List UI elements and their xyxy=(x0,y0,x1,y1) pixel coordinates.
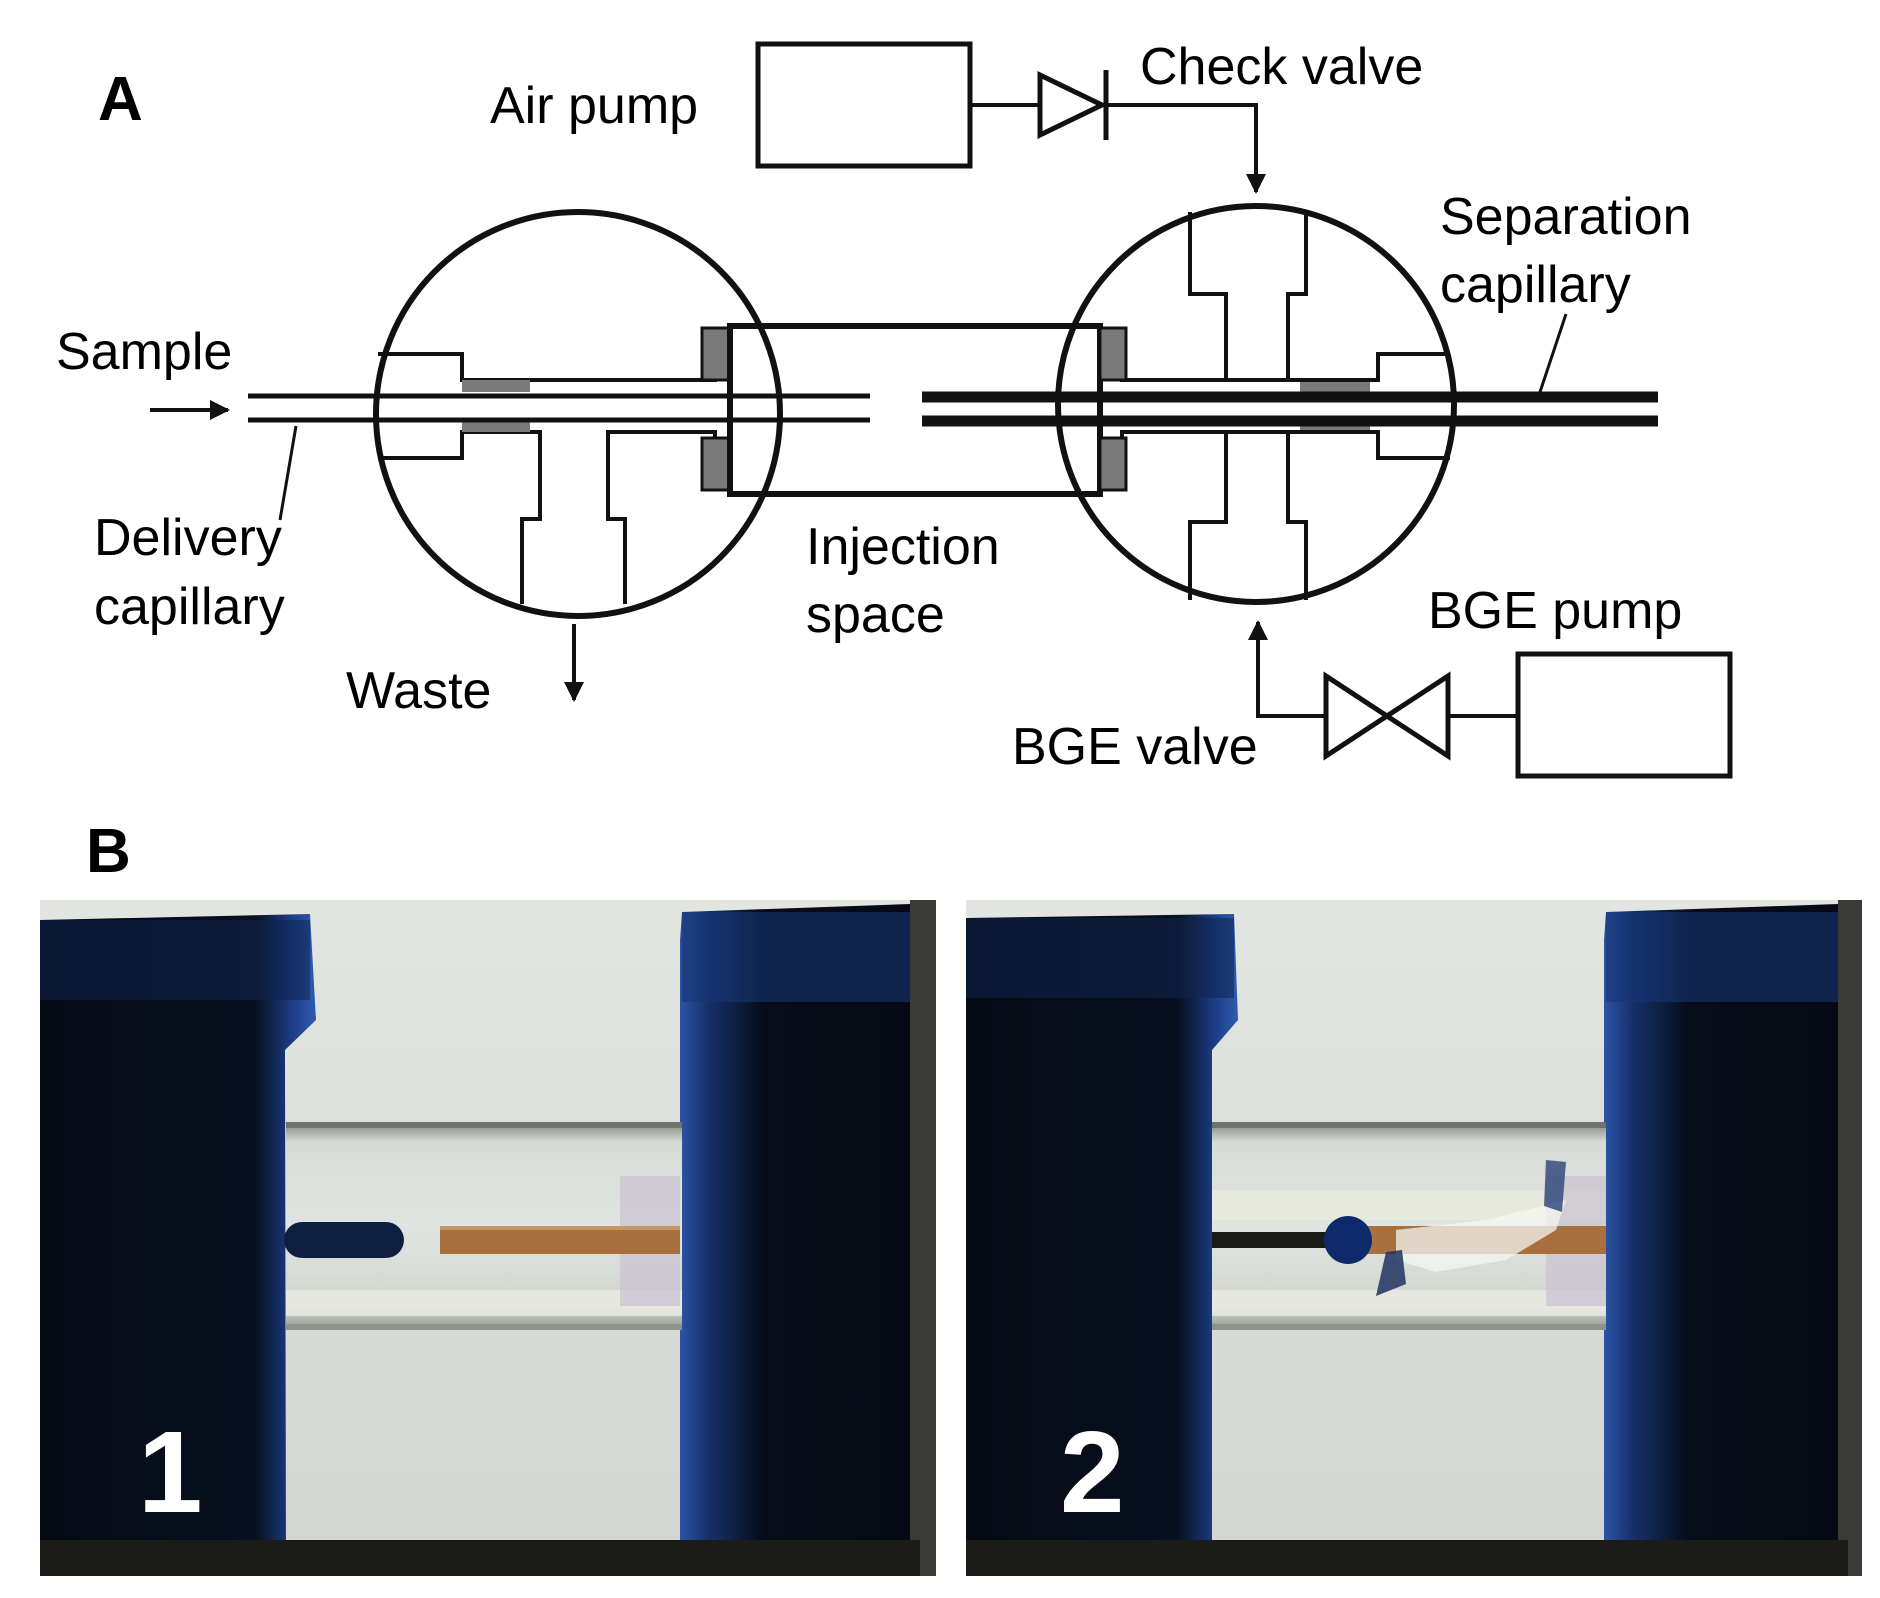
injection-space-tube xyxy=(727,323,1103,497)
check-valve-label: Check valve xyxy=(1140,38,1423,96)
left-tube-seal-bottom xyxy=(700,436,732,492)
left-seal-top xyxy=(462,380,530,392)
air-pump-box xyxy=(755,41,973,169)
photo-2: 2 xyxy=(966,900,1862,1576)
photo-2-label: 2 xyxy=(1060,1407,1125,1537)
waste-label: Waste xyxy=(346,662,491,720)
right-tube-seal-top xyxy=(1098,326,1128,382)
separation-capillary-label-1: Separation xyxy=(1440,188,1692,246)
sample-label: Sample xyxy=(56,323,232,381)
air-pump-label: Air pump xyxy=(490,77,698,135)
left-chamber-bore-bottom xyxy=(378,430,717,604)
photo-1: 1 xyxy=(40,900,936,1576)
left-chamber-bore-top xyxy=(378,328,717,382)
bge-valve-icon xyxy=(1323,671,1451,761)
bge-pump-box xyxy=(1515,651,1733,779)
right-seal-top xyxy=(1300,382,1370,392)
bge-valve-label: BGE valve xyxy=(1012,718,1258,776)
panel-a-diagram: A xyxy=(56,38,1733,779)
air-line-to-chamber xyxy=(1106,103,1266,194)
right-chamber-bore-top xyxy=(1120,212,1450,382)
bge-pump-label: BGE pump xyxy=(1428,582,1682,640)
separation-capillary-label-2: capillary xyxy=(1440,256,1631,314)
delivery-capillary-leader xyxy=(278,425,298,521)
panel-b-photos: B xyxy=(40,817,1862,1576)
photo-1-label: 1 xyxy=(138,1407,203,1537)
separation-capillary-leader xyxy=(1538,313,1568,393)
injection-space-label-2: space xyxy=(806,586,945,644)
delivery-capillary-label-2: capillary xyxy=(94,578,285,636)
panel-b-letter: B xyxy=(86,817,131,886)
right-chamber-bore-bottom xyxy=(1120,430,1450,600)
delivery-capillary-label-1: Delivery xyxy=(94,509,282,567)
injection-space-label-1: Injection xyxy=(806,518,1000,576)
left-seal-bottom xyxy=(462,420,530,432)
right-chamber xyxy=(1055,203,1457,605)
left-chamber xyxy=(373,209,783,619)
bge-line-to-chamber xyxy=(1248,620,1326,718)
check-valve-icon xyxy=(1037,71,1108,139)
right-tube-seal-bottom xyxy=(1098,436,1128,492)
panel-a-letter: A xyxy=(98,65,143,134)
left-tube-seal-top xyxy=(700,326,732,382)
